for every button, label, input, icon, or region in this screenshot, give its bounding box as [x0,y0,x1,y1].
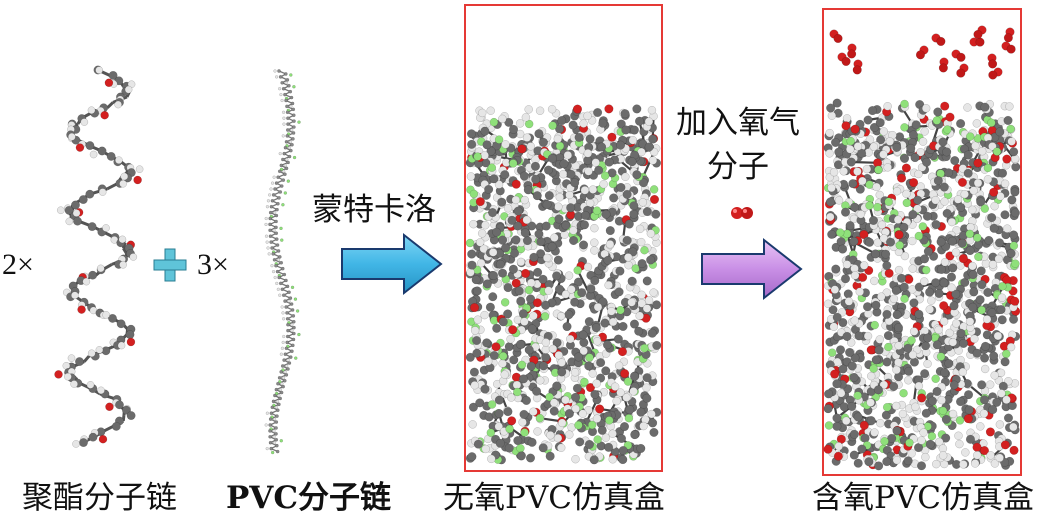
oxygen-gas-molecules [829,25,1016,80]
simulation-box-no-oxygen [464,4,663,472]
molecule-cloud-no-oxygen [465,104,662,465]
right-arrow-icon [341,232,443,296]
add-oxygen-label-line2: 分子 [707,149,769,185]
caption-pvc-chain: PVC分子链 [226,480,392,516]
pvc-multiplier: 3× [197,248,229,281]
caption-no-oxygen-box: 无氧PVC仿真盒 [443,480,665,516]
plus-icon [153,248,187,282]
add-oxygen-label-line1: 加入氧气 [676,105,800,141]
pvc-chain-model [264,69,301,455]
simulation-box-with-oxygen [822,8,1022,476]
molecule-cloud-with-oxygen [823,98,1021,471]
caption-with-oxygen-box: 含氧PVC仿真盒 [812,480,1034,516]
polyester-multiplier: 2× [2,248,34,281]
oxygen-molecule-icon [731,207,753,219]
right-arrow-icon [701,237,803,301]
polyester-chain-model [54,65,144,448]
caption-polyester-chain: 聚酯分子链 [22,480,177,516]
monte-carlo-label: 蒙特卡洛 [312,192,436,228]
